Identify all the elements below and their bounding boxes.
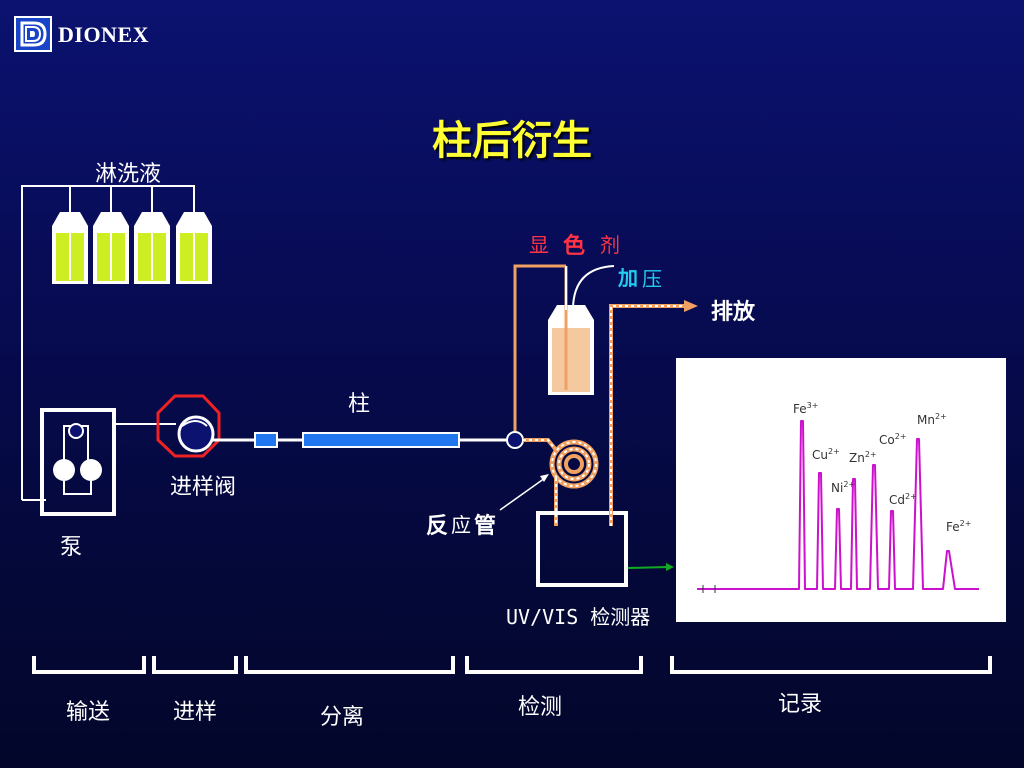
- mixing-tee-icon: [506, 431, 524, 449]
- peak-label-cu2: Cu2+: [812, 447, 840, 462]
- peak-label-fe3: Fe3+: [793, 401, 819, 416]
- chromatogram-panel: Fe3+ Cu2+ Ni2+ Zn2+ Co2+ Cd2+ Mn2+ Fe2+: [676, 358, 1006, 622]
- reagent-label-char-3: 剂: [600, 233, 620, 257]
- section-label-recording: 记录: [778, 692, 823, 717]
- dionex-logo-icon: [14, 16, 52, 52]
- eluent-bottles: [52, 212, 212, 284]
- guard-column-icon: [254, 432, 278, 448]
- injection-valve-icon: [156, 394, 221, 458]
- reaction-coil-icon: [549, 439, 599, 489]
- eluent-label: 淋洗液: [95, 162, 162, 187]
- eluent-bottle-icon: [52, 212, 88, 284]
- peak-label-zn2: Zn2+: [849, 450, 877, 465]
- peak-label-ni2: Ni2+: [831, 480, 856, 495]
- peak-label-mn2: Mn2+: [917, 412, 947, 427]
- waste-label: 排放: [711, 300, 756, 325]
- column-icon: [302, 432, 460, 448]
- reagent-bottle-icon: [548, 265, 615, 395]
- logo-text: DIONEX: [58, 22, 150, 47]
- section-label-separation: 分离: [320, 705, 365, 730]
- eluent-bottle-icon: [93, 212, 129, 284]
- peak-label-cd2: Cd2+: [889, 492, 917, 507]
- detector-icon: [536, 511, 628, 587]
- reaction-coil-label-char-3: 管: [474, 514, 497, 539]
- injection-valve-label: 进样阀: [170, 475, 237, 500]
- section-label-detection: 检测: [518, 695, 563, 720]
- detector-label: UV/VIS 检测器: [506, 605, 651, 629]
- slide-title: 柱后衍生: [432, 118, 592, 164]
- pressure-label-char-2: 压: [642, 267, 662, 291]
- pump-label: 泵: [60, 535, 83, 560]
- section-brackets: [32, 656, 992, 674]
- eluent-bottle-icon: [134, 212, 170, 284]
- reaction-coil-label-char-1: 反: [426, 514, 449, 539]
- peak-label-co2: Co2+: [879, 432, 907, 447]
- eluent-bottle-icon: [176, 212, 212, 284]
- signal-arrow-icon: [666, 563, 674, 571]
- chromatogram-plot: [697, 420, 979, 593]
- pressure-label-char-1: 加: [618, 266, 638, 290]
- section-label-injection: 进样: [173, 700, 218, 725]
- waste-arrow-icon: [684, 300, 698, 312]
- chromatogram-trace: [697, 420, 979, 590]
- reagent-label-char-2: 色: [563, 234, 586, 259]
- column-label: 柱: [348, 392, 371, 417]
- reaction-coil-label-char-2: 应: [451, 513, 471, 537]
- reagent-label-char-1: 显: [529, 233, 549, 257]
- section-label-delivery: 输送: [66, 700, 111, 725]
- peak-label-fe2: Fe2+: [946, 519, 972, 534]
- coil-pointer-arrow-icon: [540, 474, 549, 482]
- pump-icon: [40, 408, 116, 516]
